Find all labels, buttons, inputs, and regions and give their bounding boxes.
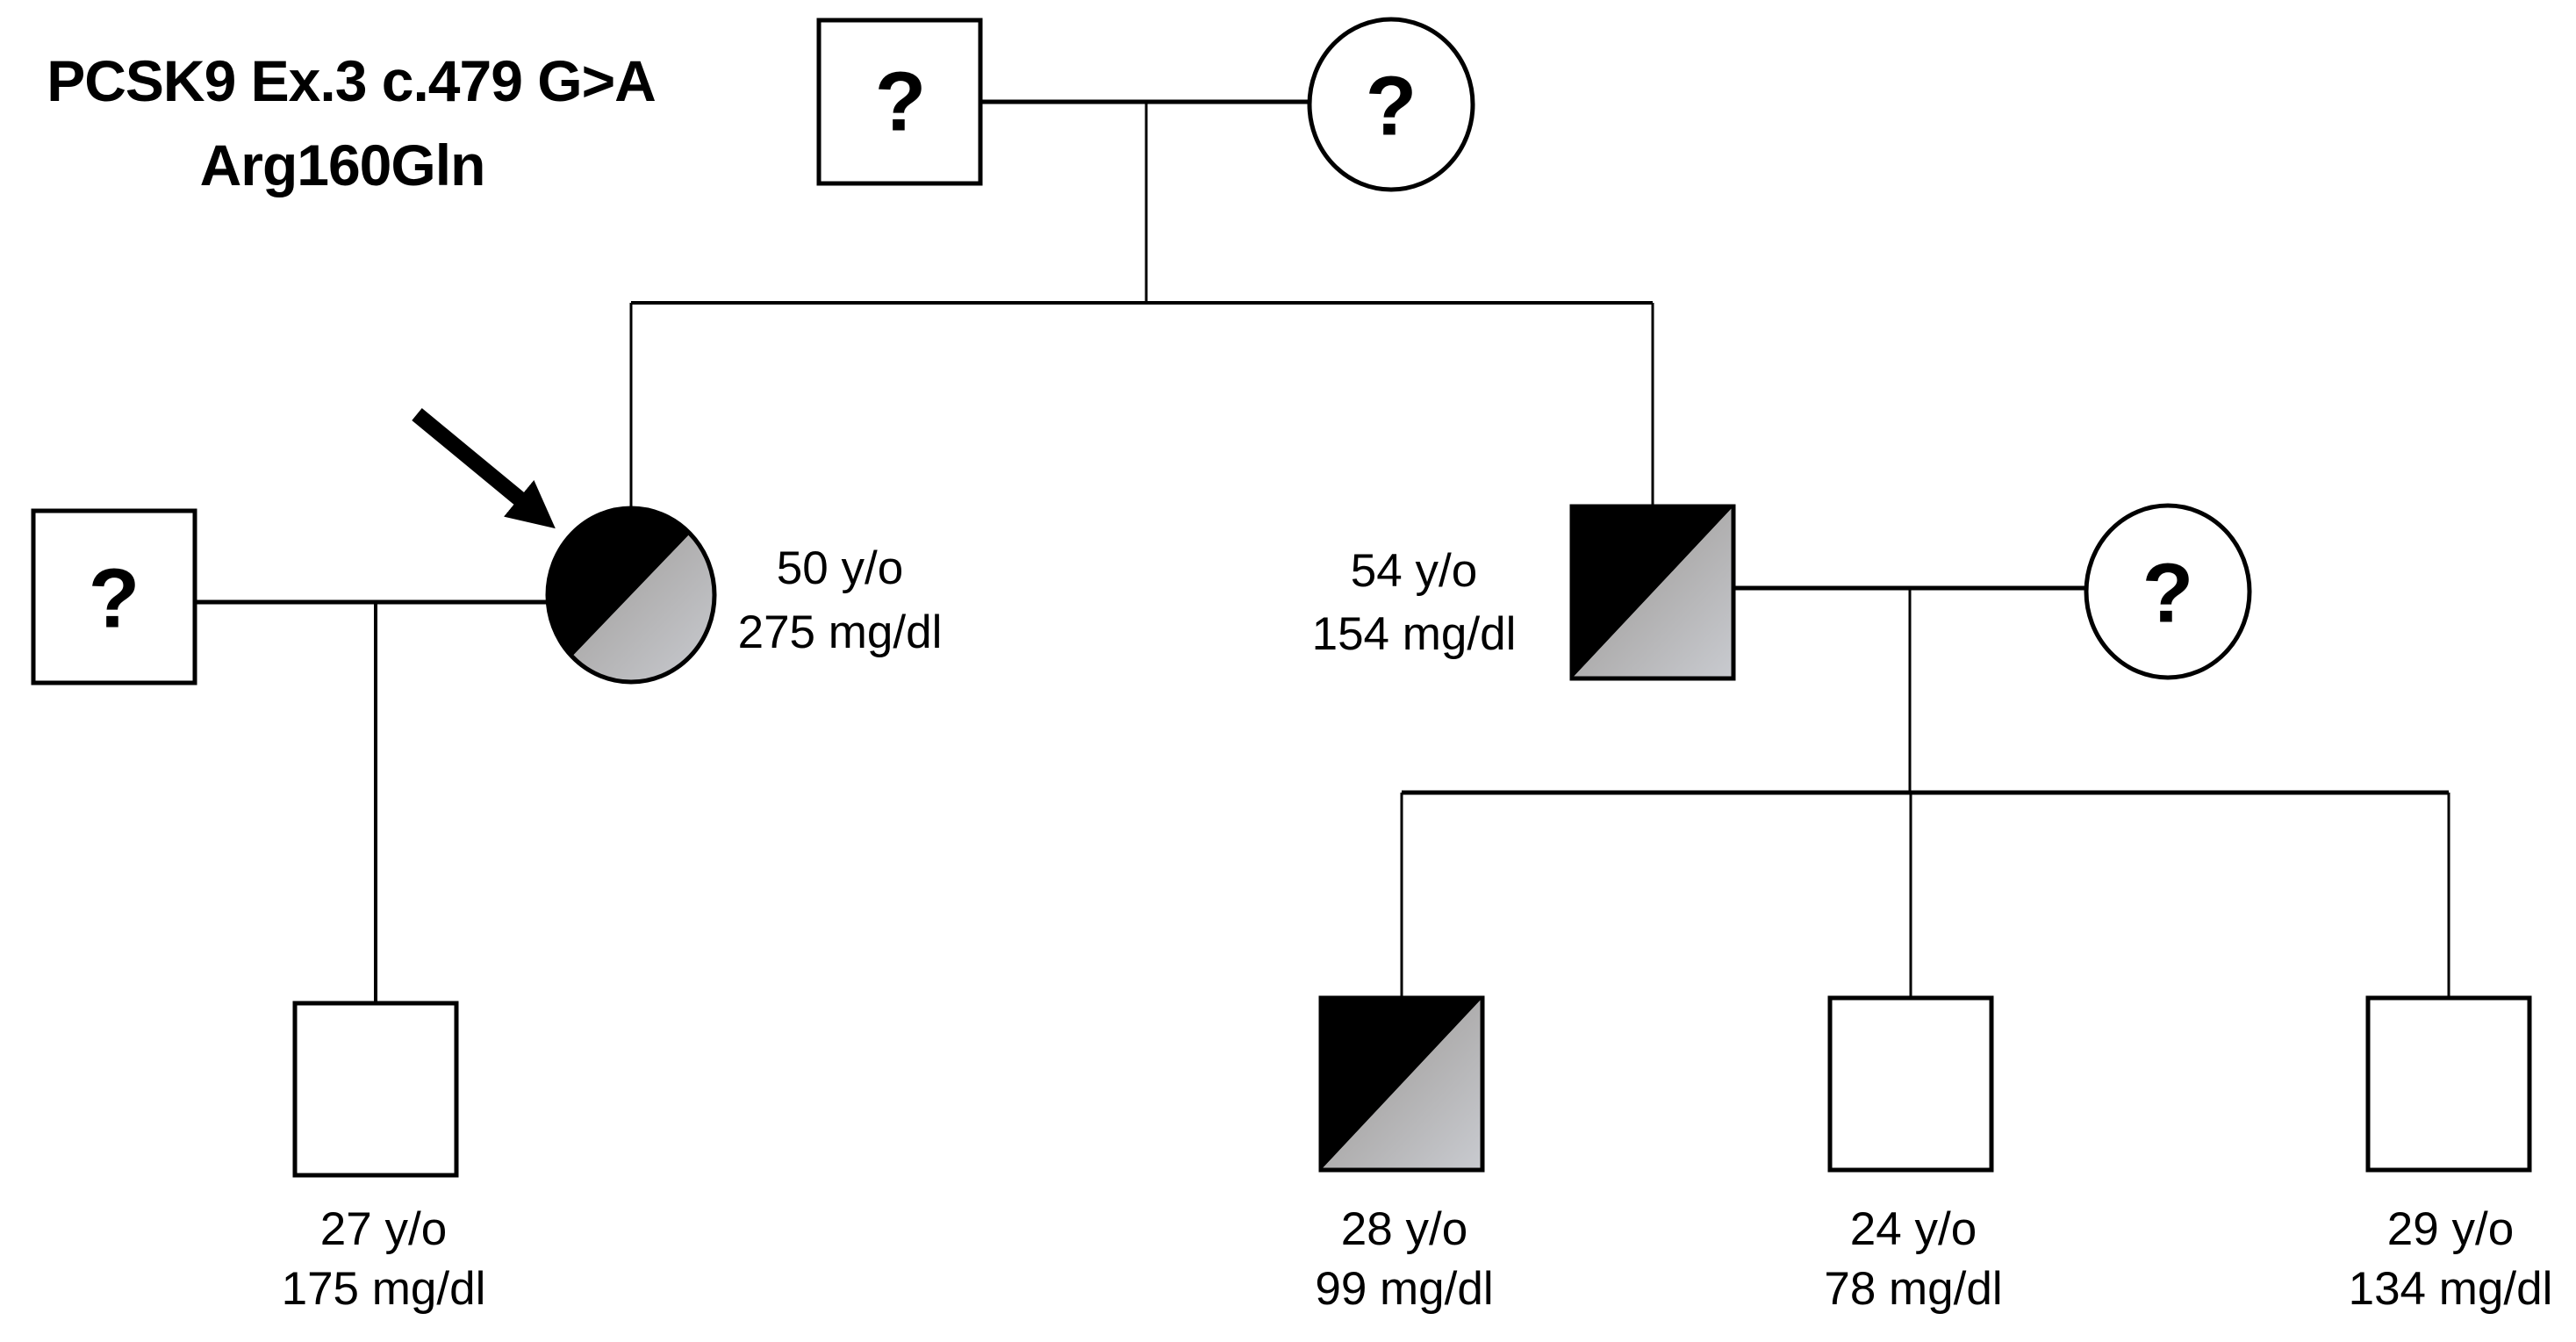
brother-cholesterol-label: 154 mg/dl	[1312, 608, 1517, 660]
male-square-symbol	[292, 1001, 459, 1178]
male-square-symbol	[1827, 995, 1994, 1173]
male-square-symbol	[1569, 504, 1736, 681]
chart-title-line2: Arg160Gln	[200, 133, 485, 197]
female-circle-symbol	[545, 506, 717, 685]
individual-nephew3	[2365, 995, 2532, 1173]
unknown-genotype-mark: ?	[89, 552, 140, 646]
individual-brother-wife: ?	[2084, 503, 2252, 680]
carrier-fill-gray-half	[1572, 506, 1733, 678]
individual-gen1-father: ?	[816, 18, 983, 186]
unknown-genotype-mark: ?	[1366, 60, 1417, 154]
proband-cholesterol-label: 275 mg/dl	[738, 606, 943, 658]
individual-brother	[1569, 504, 1736, 681]
chart-title-line1: PCSK9 Ex.3 c.479 G>A	[47, 48, 656, 113]
proband-son-age-label: 27 y/o	[320, 1203, 447, 1255]
proband-son-cholesterol-label: 175 mg/dl	[282, 1263, 486, 1315]
carrier-fill-gray-half	[548, 508, 714, 682]
male-square-symbol	[816, 18, 983, 186]
nephew3-cholesterol-label: 134 mg/dl	[2349, 1263, 2553, 1315]
individual-nephew1	[1318, 995, 1485, 1173]
nephew2-cholesterol-label: 78 mg/dl	[1824, 1263, 2002, 1315]
nephew2-age-label: 24 y/o	[1850, 1203, 1977, 1255]
unknown-genotype-mark: ?	[2142, 547, 2194, 641]
nephew1-cholesterol-label: 99 mg/dl	[1315, 1263, 1493, 1315]
nephew1-age-label: 28 y/o	[1341, 1203, 1467, 1255]
individual-gen1-mother: ?	[1307, 17, 1475, 192]
male-square-symbol	[31, 508, 197, 685]
individual-nephew2	[1827, 995, 1994, 1173]
female-circle-symbol	[1307, 17, 1475, 192]
unknown-genotype-mark: ?	[875, 55, 927, 149]
individual-proband-son	[292, 1001, 459, 1178]
proband-age-label: 50 y/o	[777, 542, 903, 594]
carrier-fill-gray-half	[1321, 998, 1482, 1170]
individual-proband-husband: ?	[31, 508, 197, 685]
brother-age-label: 54 y/o	[1351, 545, 1477, 597]
nephew3-age-label: 29 y/o	[2387, 1203, 2514, 1255]
male-square-symbol	[1318, 995, 1485, 1173]
proband-arrow	[412, 408, 556, 529]
female-circle-symbol	[2084, 503, 2252, 680]
individual-proband	[545, 506, 717, 685]
male-square-symbol	[2365, 995, 2532, 1173]
carrier-half-fill	[548, 508, 714, 682]
